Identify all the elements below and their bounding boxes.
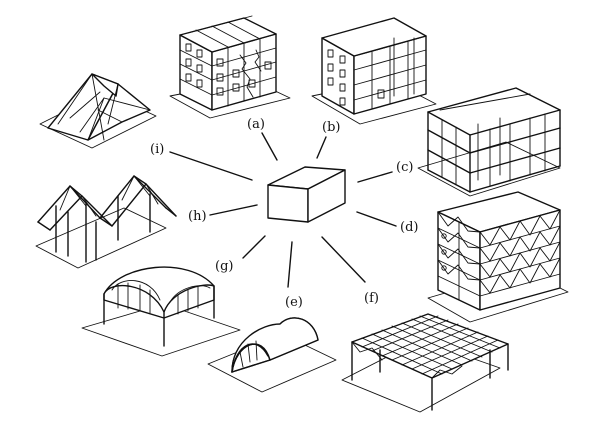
label-e: (e) <box>285 295 303 310</box>
label-b: (b) <box>322 120 340 135</box>
labels: (a) (b) (c) (d) (f) (e) (g) (h) (i) <box>150 117 418 310</box>
label-a: (a) <box>247 117 265 132</box>
structure-g-vaulted-hall <box>81 266 241 357</box>
building-d-trussed <box>427 191 569 323</box>
building-c-frame <box>417 87 561 197</box>
structure-h-folded-frames <box>35 175 177 269</box>
building-a-shear-wall <box>169 15 291 119</box>
structure-i-folded-plate <box>39 73 157 149</box>
label-f: (f) <box>364 291 379 306</box>
connector-lines <box>169 132 397 288</box>
structure-f-space-frame <box>341 313 509 413</box>
building-b-frame <box>311 17 437 125</box>
label-g: (g) <box>215 259 233 274</box>
label-d: (d) <box>400 220 418 235</box>
central-box <box>267 166 346 223</box>
structure-e-barrel-vault <box>207 317 337 393</box>
label-c: (c) <box>396 160 413 175</box>
label-i: (i) <box>150 142 164 157</box>
label-h: (h) <box>188 209 207 224</box>
